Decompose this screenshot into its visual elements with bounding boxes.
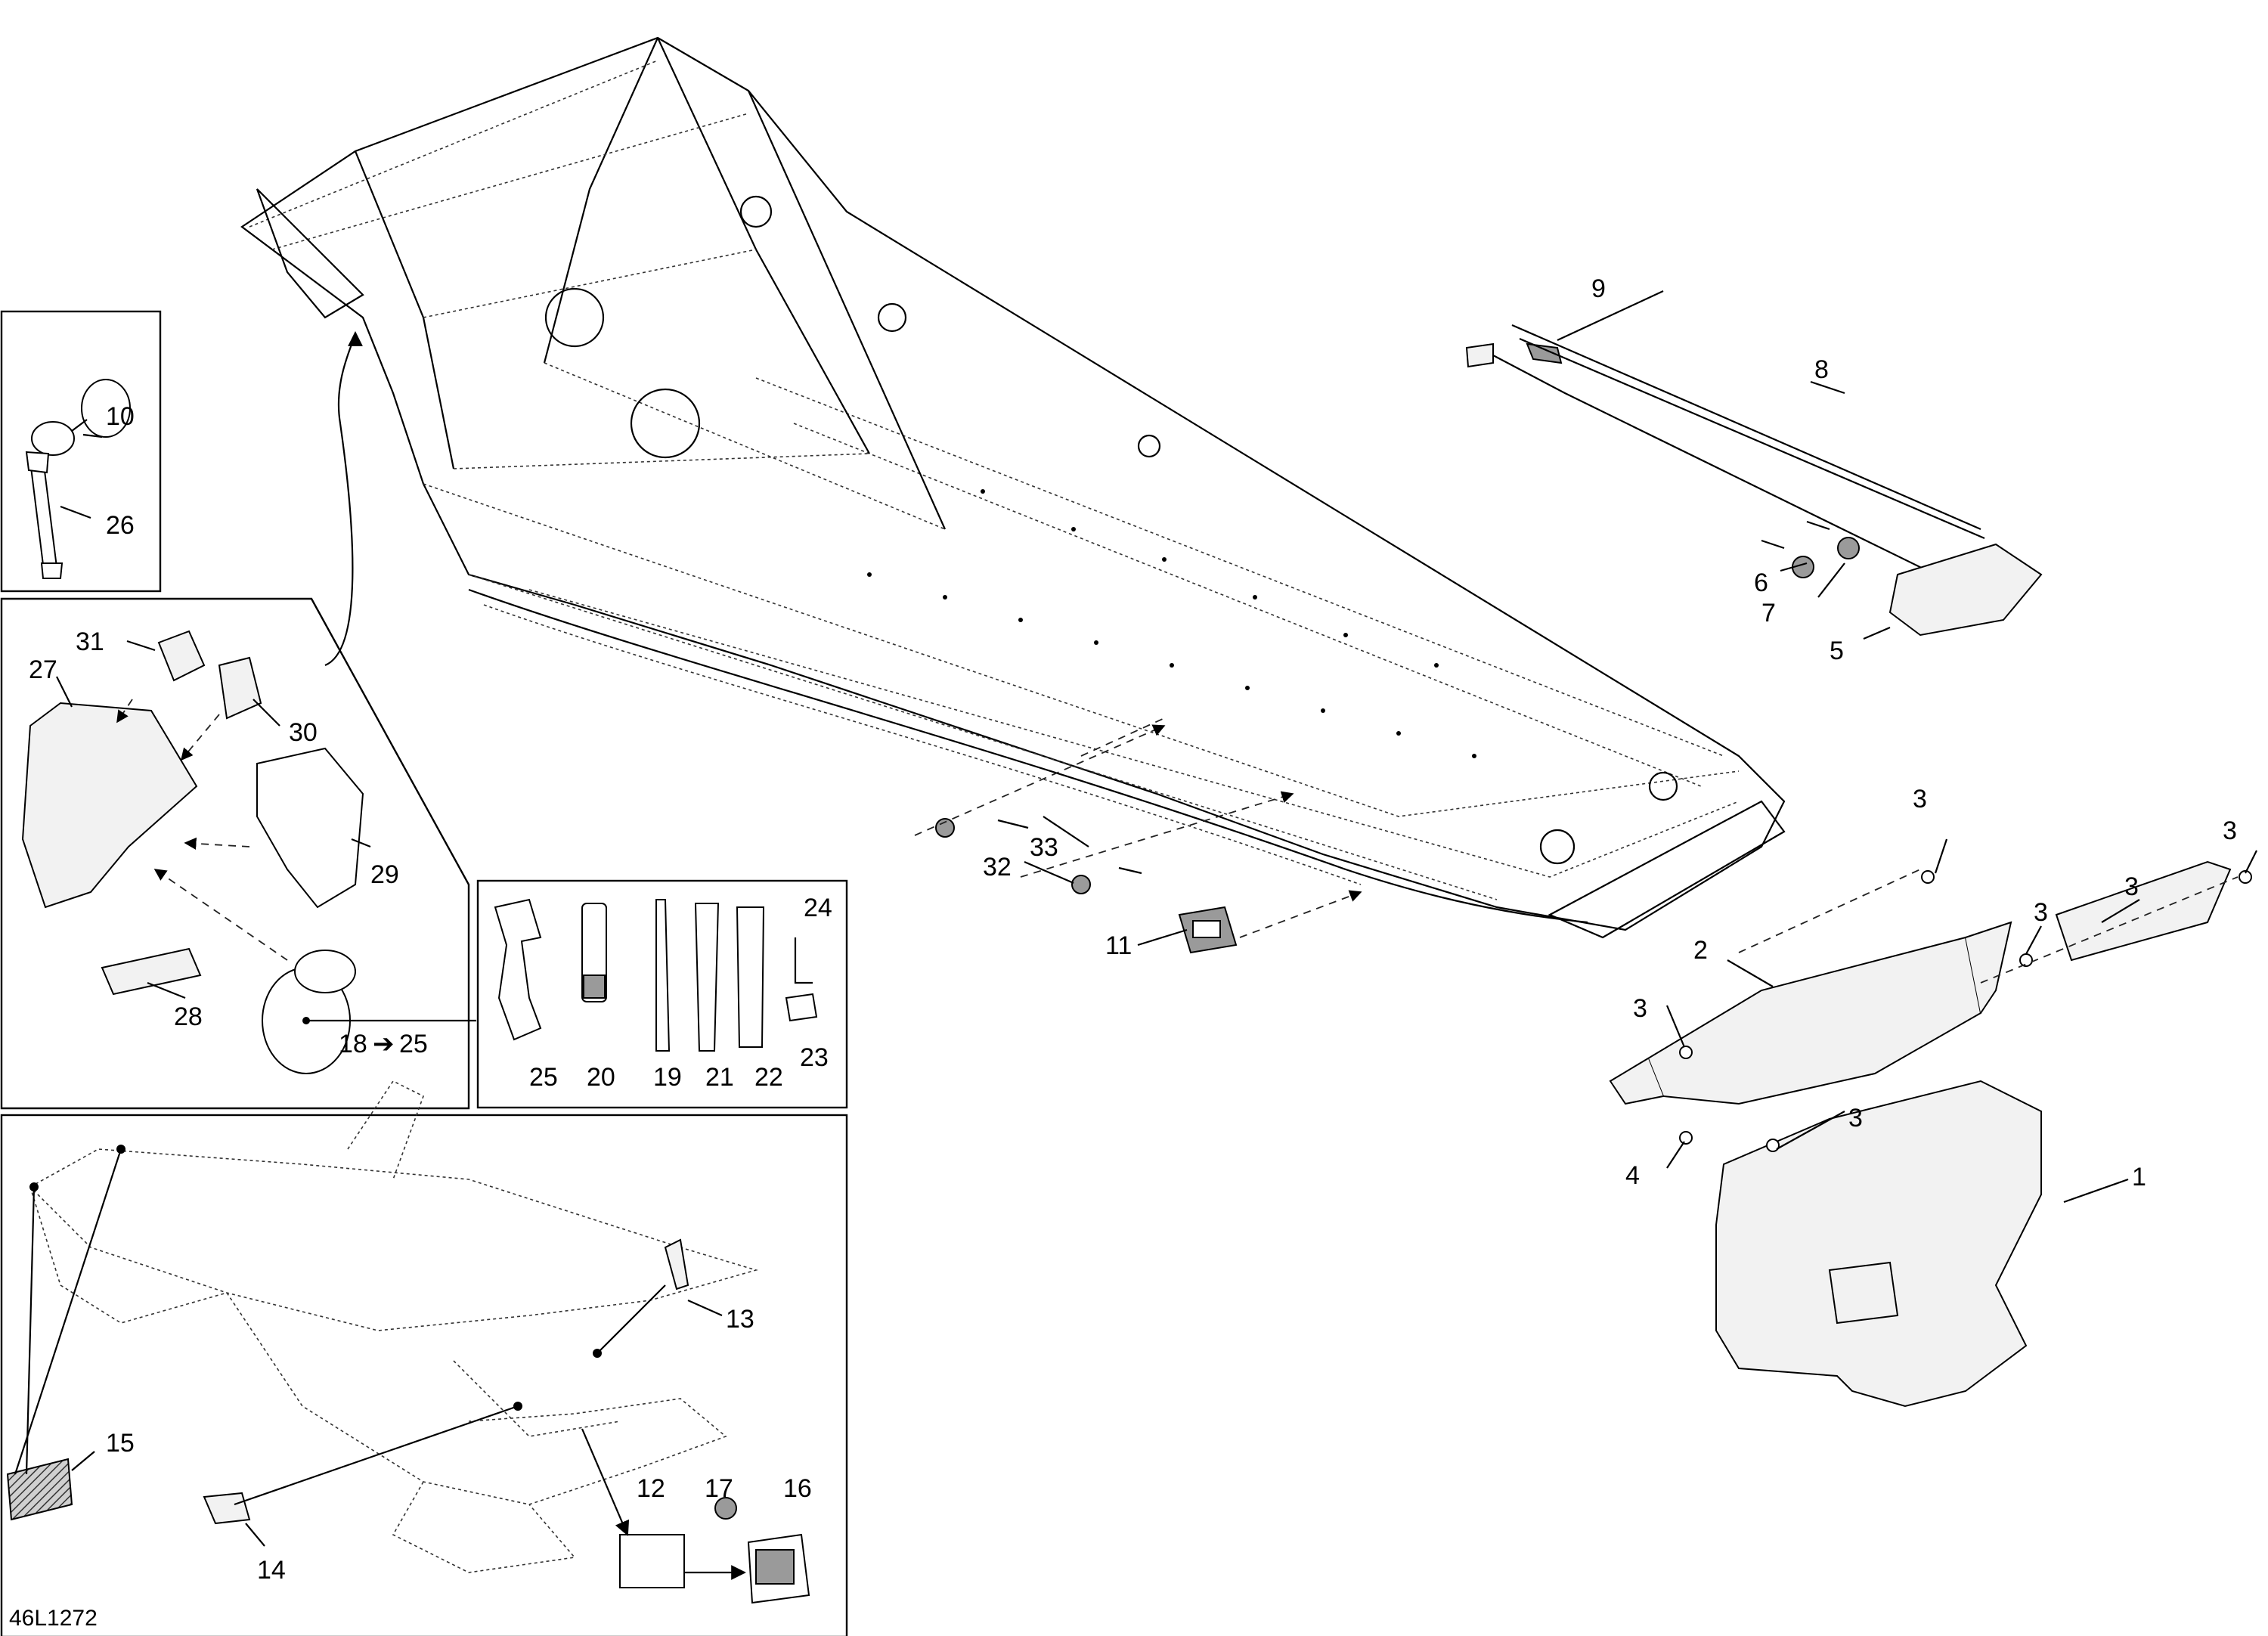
callout-2: 2	[1693, 936, 1708, 965]
callout-3e: 3	[2223, 816, 2237, 845]
callout-3c: 3	[2034, 898, 2048, 927]
callout-15: 15	[106, 1429, 135, 1458]
box-decals	[0, 1080, 848, 1636]
leader-lines	[914, 290, 2257, 1204]
callout-3f: 3	[1848, 1104, 1863, 1132]
callout-31: 31	[76, 627, 104, 656]
callout-20: 20	[587, 1063, 615, 1092]
box-storage-compartment	[0, 331, 476, 1110]
tail-light-assembly	[1465, 324, 2043, 637]
callout-13: 13	[726, 1305, 754, 1334]
callout-18: 18	[339, 1030, 367, 1058]
callout-14: 14	[257, 1556, 286, 1585]
callout-labels: 1 2 3 3 3 3 3 3 4 5 6 7 8 9 10 11 12 13 …	[9, 274, 2237, 1631]
drawing-code: 46L1272	[9, 1606, 98, 1631]
callout-8: 8	[1814, 355, 1829, 384]
callout-6: 6	[1754, 569, 1768, 597]
callout-23: 23	[800, 1043, 829, 1072]
side-parts	[935, 818, 1238, 954]
callout-16: 16	[783, 1474, 812, 1503]
callout-26: 26	[106, 511, 135, 540]
callout-1: 1	[2132, 1163, 2146, 1191]
callout-arrow-icon: ➔	[373, 1030, 395, 1058]
callout-7: 7	[1761, 599, 1776, 627]
callout-17: 17	[705, 1474, 733, 1503]
box-mirror-wrench	[0, 310, 162, 593]
callout-11: 11	[1105, 931, 1132, 960]
callout-24: 24	[804, 894, 832, 922]
callout-19: 19	[653, 1063, 682, 1092]
callout-29: 29	[370, 860, 399, 889]
callout-28: 28	[174, 1002, 203, 1031]
callout-33: 33	[1030, 833, 1058, 862]
callout-3a: 3	[1913, 785, 1927, 813]
chassis-frame	[240, 36, 1786, 939]
callout-22: 22	[754, 1063, 783, 1092]
callout-21: 21	[705, 1063, 734, 1092]
callout-30: 30	[289, 718, 318, 747]
callout-3b: 3	[1633, 994, 1647, 1023]
callout-32: 32	[983, 853, 1012, 882]
callout-3d: 3	[2124, 872, 2139, 901]
callout-25: 25	[529, 1063, 558, 1092]
box-tool-kit	[476, 879, 848, 1109]
callout-27: 27	[29, 655, 57, 684]
snow-flap-assembly	[1609, 860, 2252, 1408]
callout-10: 10	[106, 402, 135, 431]
callout-25-range-end: 25	[399, 1030, 428, 1058]
callout-9: 9	[1591, 274, 1606, 303]
callout-4: 4	[1625, 1161, 1640, 1190]
callout-12: 12	[637, 1474, 665, 1503]
callout-5: 5	[1830, 637, 1844, 665]
